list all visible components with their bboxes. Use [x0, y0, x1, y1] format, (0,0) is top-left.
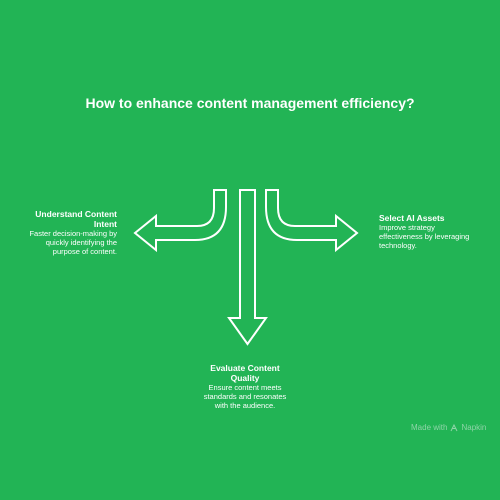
evaluate-content-quality-heading: Evaluate Content Quality	[190, 363, 300, 383]
understand-content-intent-heading: Understand Content Intent	[15, 209, 117, 229]
desc-line: with the audience.	[214, 401, 276, 410]
made-with-napkin-watermark: Made with Napkin	[411, 423, 486, 432]
desc-line: technology.	[379, 241, 417, 250]
desc-line: effectiveness by leveraging	[379, 232, 470, 241]
evaluate-content-quality-block: Evaluate Content Quality Ensure content …	[190, 363, 300, 410]
left-arrow	[133, 189, 227, 253]
select-ai-assets-block: Select AI Assets Improve strategy effect…	[379, 213, 479, 250]
down-arrow	[227, 189, 268, 346]
right-arrow	[265, 189, 359, 253]
heading-line: Quality	[230, 373, 260, 383]
desc-line: Faster decision-making by	[29, 229, 117, 238]
evaluate-content-quality-desc: Ensure content meets standards and reson…	[190, 383, 300, 410]
desc-line: Improve strategy	[379, 223, 435, 232]
understand-content-intent-block: Understand Content Intent Faster decisio…	[15, 209, 117, 256]
understand-content-intent-desc: Faster decision-making by quickly identi…	[15, 229, 117, 256]
heading-line: Understand Content	[35, 209, 117, 219]
desc-line: quickly identifying the	[45, 238, 117, 247]
watermark-brand: Napkin	[461, 423, 487, 432]
desc-line: Ensure content meets	[208, 383, 282, 392]
napkin-logo-icon	[451, 423, 458, 431]
heading-line: Intent	[93, 219, 117, 229]
desc-line: standards and resonates	[203, 392, 287, 401]
desc-line: purpose of content.	[52, 247, 117, 256]
diagram-title: How to enhance content management effici…	[85, 95, 415, 111]
heading-line: Evaluate Content	[210, 363, 280, 373]
watermark-prefix: Made with	[411, 423, 448, 432]
select-ai-assets-desc: Improve strategy effectiveness by levera…	[379, 223, 479, 250]
select-ai-assets-heading: Select AI Assets	[379, 213, 445, 223]
